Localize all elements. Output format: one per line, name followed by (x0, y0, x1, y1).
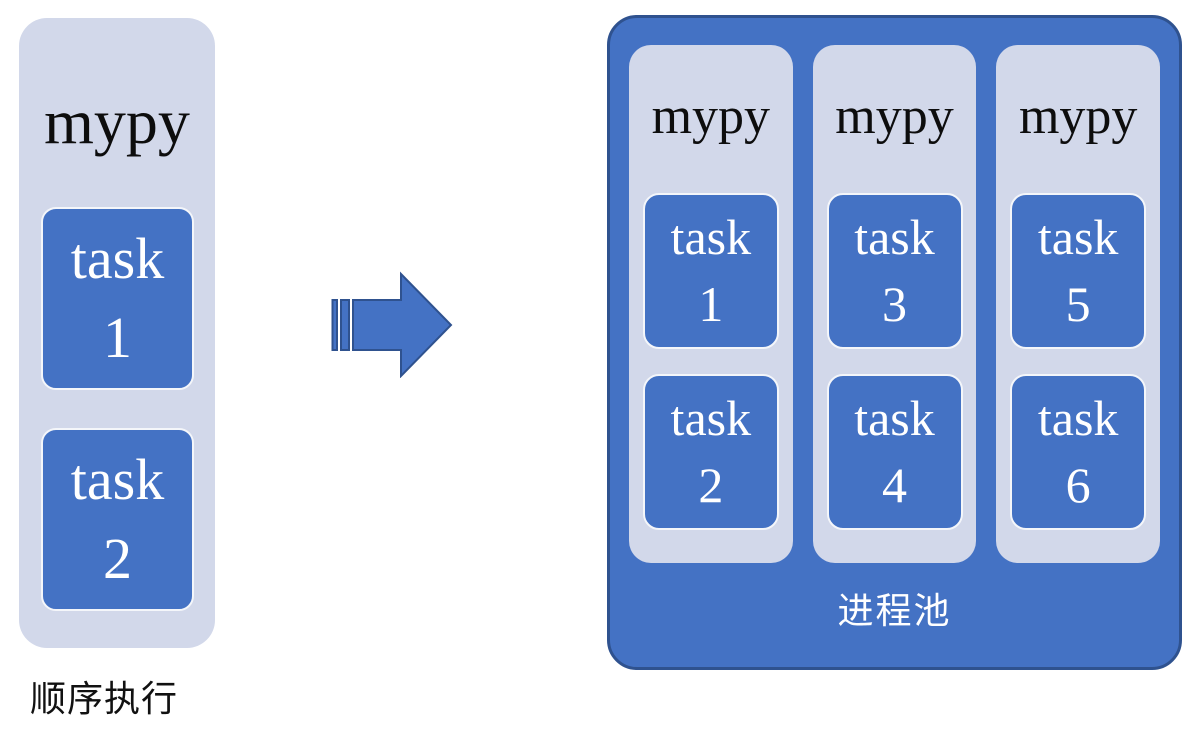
task-word: task (1037, 209, 1119, 265)
task-box: task 1 (41, 207, 194, 390)
task-word: task (854, 390, 935, 446)
task-box: task 1 (642, 193, 779, 349)
process-pool-caption: 进程池 (837, 590, 952, 631)
process-pool-panel: mypy task 1 task 2 mypy task 3 task (607, 15, 1182, 670)
task-box: task 3 (826, 193, 963, 349)
task-box: task 2 (41, 428, 194, 611)
striped-right-arrow-icon (331, 271, 453, 379)
task-number: 2 (103, 525, 132, 591)
mypy-process-label: mypy (44, 86, 190, 157)
task-box: task 6 (1010, 374, 1147, 530)
task-number: 5 (1065, 276, 1091, 332)
task-box: task 4 (826, 374, 963, 530)
task-number: 3 (882, 276, 907, 332)
task-box: task 2 (642, 374, 779, 530)
mypy-process-label: mypy (835, 88, 954, 145)
task-number: 2 (698, 457, 724, 513)
task-word: task (1037, 390, 1119, 446)
task-box: task 5 (1010, 193, 1147, 349)
task-word: task (70, 446, 165, 512)
mypy-process-label: mypy (1018, 88, 1138, 145)
task-word: task (670, 390, 752, 446)
worker-process-column: mypy task 3 task 4 (812, 45, 977, 563)
worker-process-column: mypy task 5 task 6 (996, 45, 1161, 563)
task-number: 6 (1065, 457, 1091, 513)
task-number: 4 (882, 457, 907, 513)
worker-process-column: mypy task 1 task 2 (629, 45, 793, 563)
task-number: 1 (103, 304, 132, 370)
task-word: task (854, 209, 935, 265)
task-number: 1 (698, 276, 724, 332)
mypy-process-label: mypy (651, 88, 771, 145)
task-word: task (670, 209, 752, 265)
task-word: task (70, 225, 165, 291)
workers-row: mypy task 1 task 2 mypy task 3 task (629, 45, 1161, 563)
sequential-execution-panel: mypy task 1 task 2 (19, 18, 215, 648)
sequential-execution-caption: 顺序执行 (30, 678, 179, 719)
